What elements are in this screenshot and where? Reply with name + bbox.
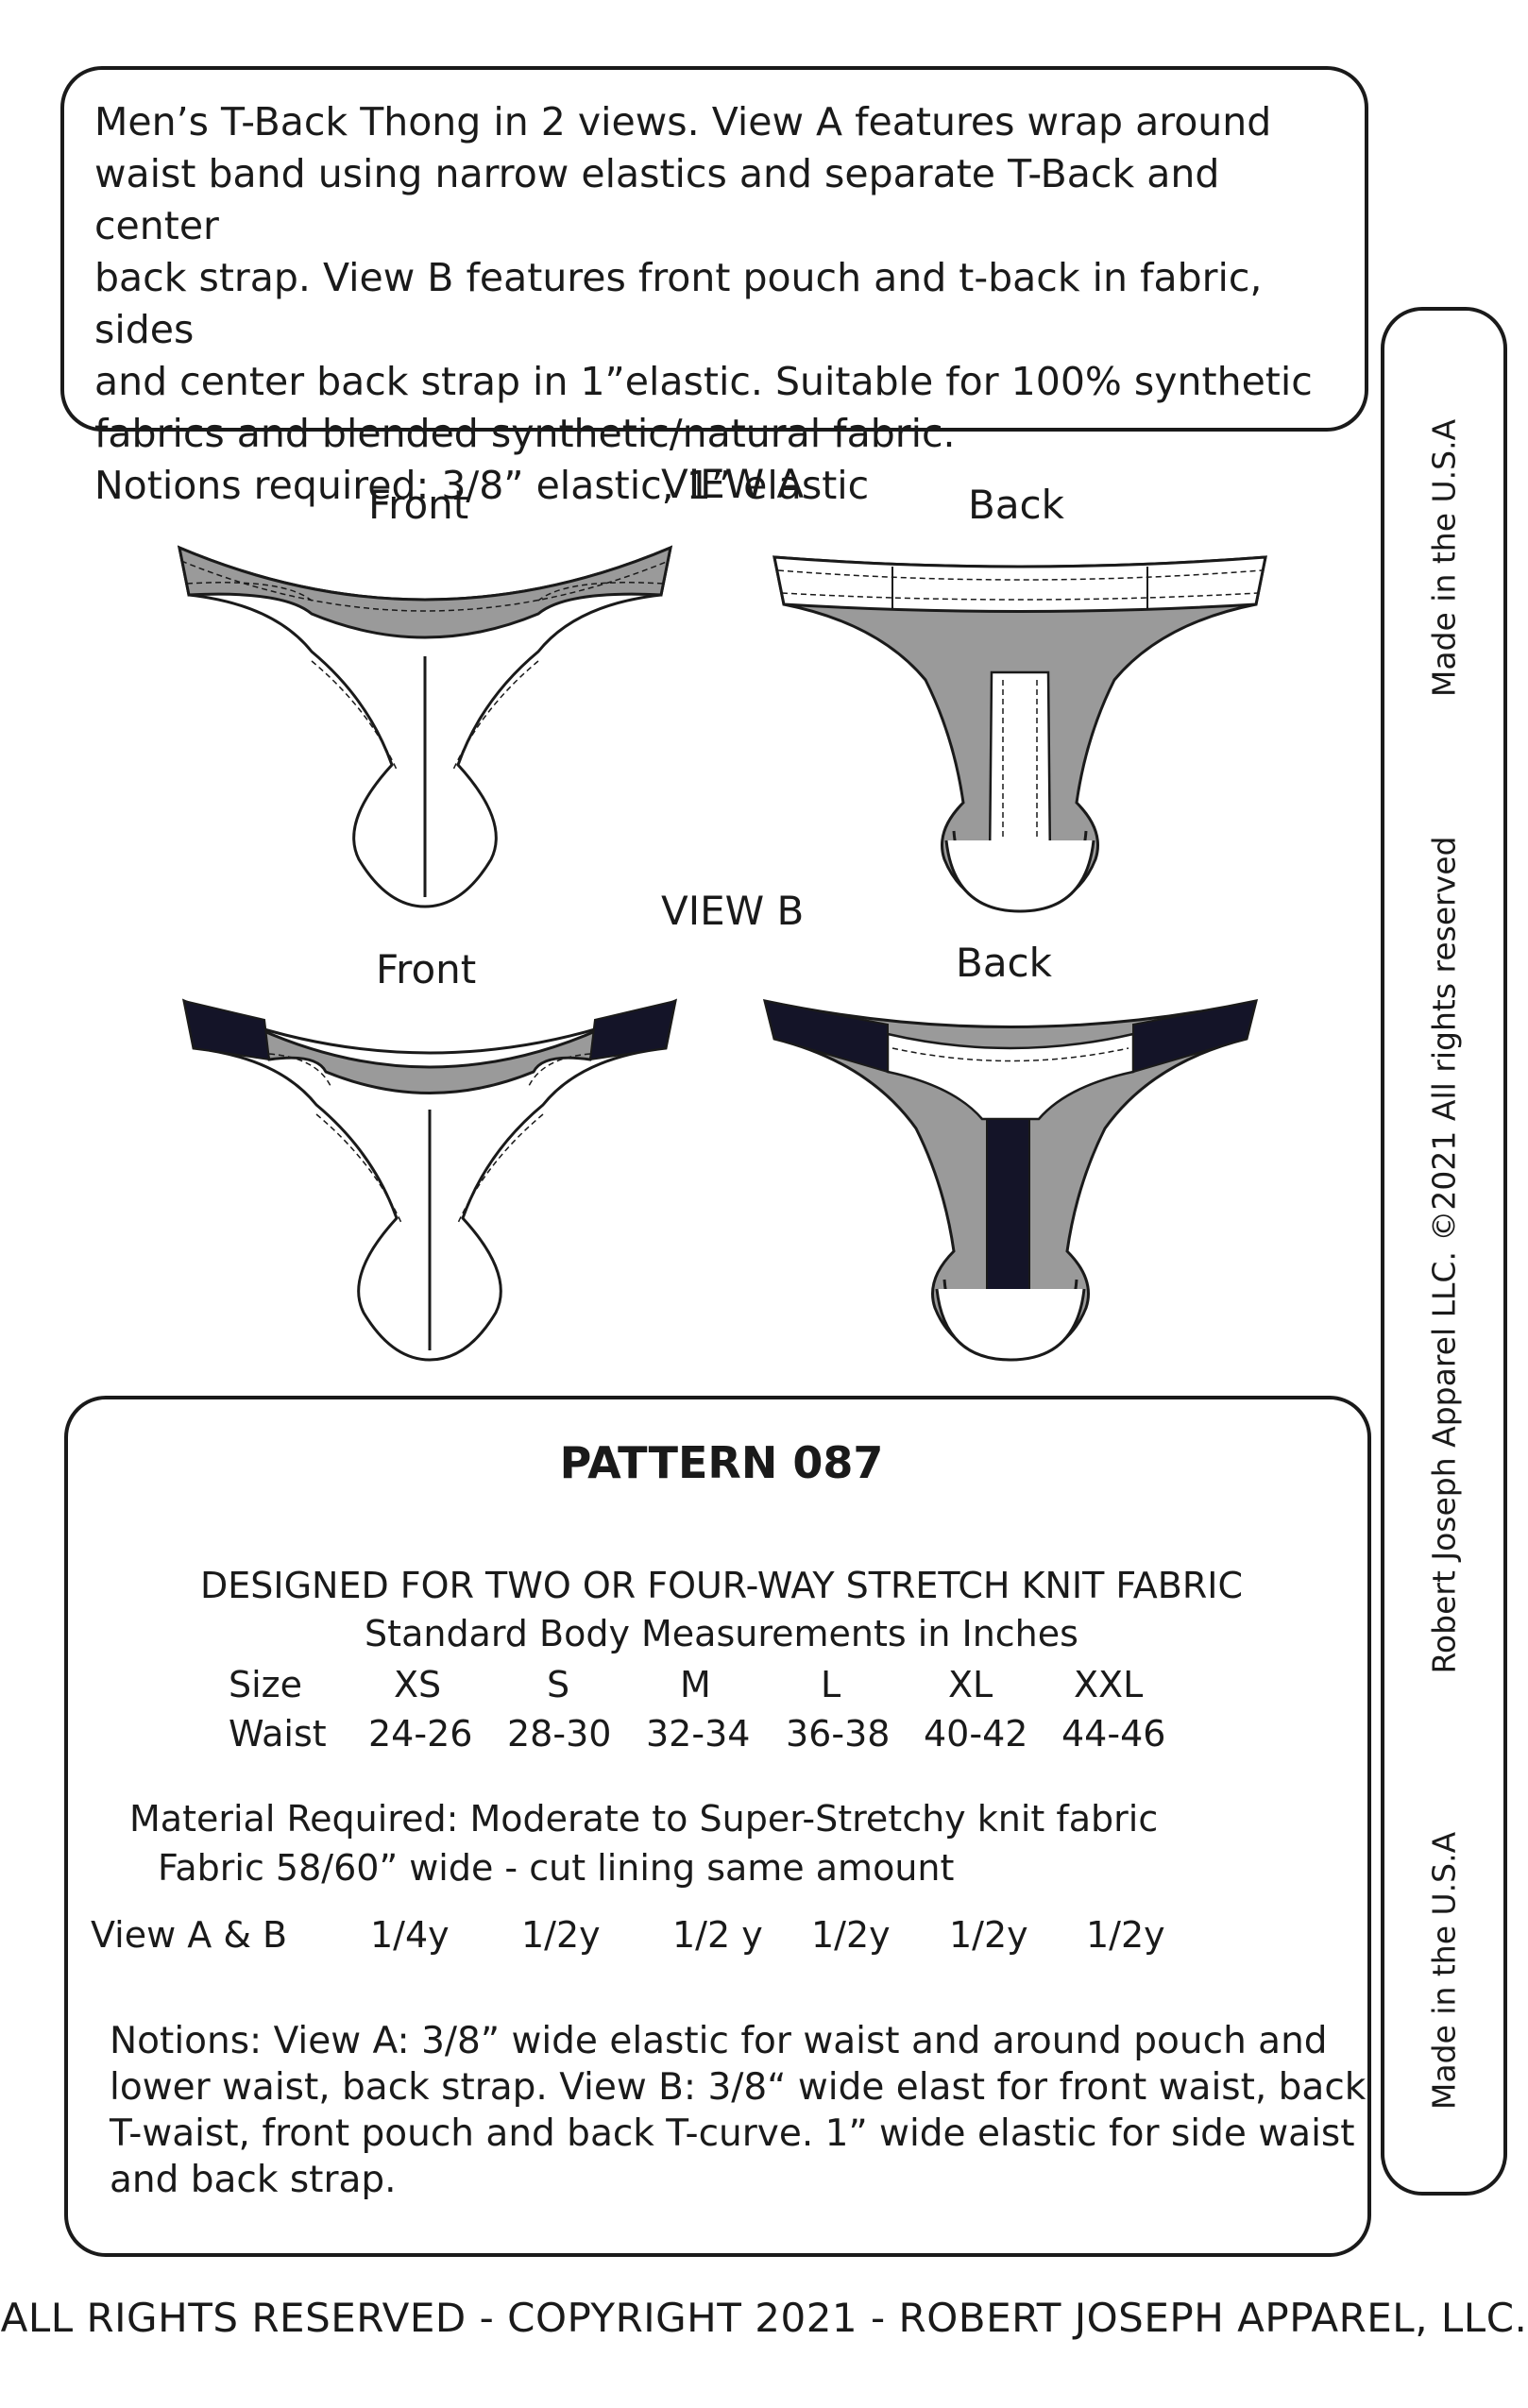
waist-value: 44-46 (1061, 1713, 1166, 1755)
description-box: Men’s T-Back Thong in 2 views. View A fe… (60, 66, 1368, 508)
material-required: Material Required: Moderate to Super-Str… (129, 1798, 1159, 1840)
notions-line: T-waist, front pouch and back T-curve. 1… (110, 2112, 1355, 2155)
size-value: L (821, 1664, 841, 1705)
notions-line: and back strap. (110, 2159, 397, 2201)
description-line: and center back strap in 1”elastic. Suit… (94, 359, 1313, 404)
view-b-front-illustration (181, 998, 678, 1362)
description-line: Men’s T-Back Thong in 2 views. View A fe… (94, 99, 1272, 144)
made-in-usa-top: Made in the U.S.A (1425, 418, 1463, 698)
view-b-front-label: Front (376, 946, 477, 992)
view-a-back-label: Back (968, 482, 1064, 528)
description-line: back strap. View B features front pouch … (94, 255, 1263, 352)
yardage-value: 1/2y (521, 1914, 601, 1956)
view-a-title: VIEW A (661, 461, 805, 507)
waist-label: Waist (229, 1713, 327, 1755)
view-b-back-label: Back (956, 940, 1052, 986)
yardage-value: 1/2y (949, 1914, 1028, 1956)
size-value: XXL (1074, 1664, 1144, 1705)
yardage-label: View A & B (91, 1914, 288, 1956)
description-line: Notions required: 3/8” elastic, 1” elast… (94, 463, 870, 508)
yardage-value: 1/2 y (672, 1914, 763, 1956)
notions-line: Notions: View A: 3/8” wide elastic for w… (110, 2020, 1328, 2062)
waist-value: 28-30 (507, 1713, 612, 1755)
yardage-value: 1/2y (1086, 1914, 1165, 1956)
pattern-title: PATTERN 087 (559, 1437, 884, 1488)
pattern-specs-box: PATTERN 087 DESIGNED FOR TWO OR FOUR-WAY… (64, 1396, 1371, 2257)
size-value: XS (394, 1664, 442, 1705)
footer-copyright: ALL RIGHTS RESERVED - COPYRIGHT 2021 - R… (0, 2295, 1528, 2341)
waist-value: 24-26 (368, 1713, 473, 1755)
view-a-front-illustration (177, 545, 673, 908)
size-value: XL (948, 1664, 993, 1705)
measurements-heading: Standard Body Measurements in Inches (365, 1613, 1078, 1654)
size-value: S (547, 1664, 570, 1705)
fabric-width: Fabric 58/60” wide - cut lining same amo… (158, 1847, 955, 1889)
notions-line: lower waist, back strap. View B: 3/8“ wi… (110, 2066, 1367, 2109)
designed-for-line: DESIGNED FOR TWO OR FOUR-WAY STRETCH KNI… (199, 1565, 1244, 1606)
sidebar-box: Made in the U.S.A Robert Joseph Apparel … (1381, 307, 1507, 2196)
description-line: fabrics and blended synthetic/natural fa… (94, 411, 956, 456)
view-a-front-label: Front (368, 482, 469, 528)
view-a-back-illustration (772, 555, 1267, 913)
made-in-usa-bottom: Made in the U.S.A (1425, 1831, 1463, 2111)
view-b-title: VIEW B (661, 888, 805, 934)
waist-value: 36-38 (786, 1713, 891, 1755)
view-b-back-illustration (762, 999, 1259, 1362)
size-value: M (680, 1664, 711, 1705)
size-label: Size (229, 1664, 303, 1705)
description-line: waist band using narrow elastics and sep… (94, 151, 1220, 248)
yardage-value: 1/2y (811, 1914, 891, 1956)
waist-value: 32-34 (646, 1713, 751, 1755)
copyright-vertical: Robert Joseph Apparel LLC. ©2021 All rig… (1425, 836, 1463, 1674)
waist-value: 40-42 (924, 1713, 1028, 1755)
yardage-value: 1/4y (370, 1914, 450, 1956)
